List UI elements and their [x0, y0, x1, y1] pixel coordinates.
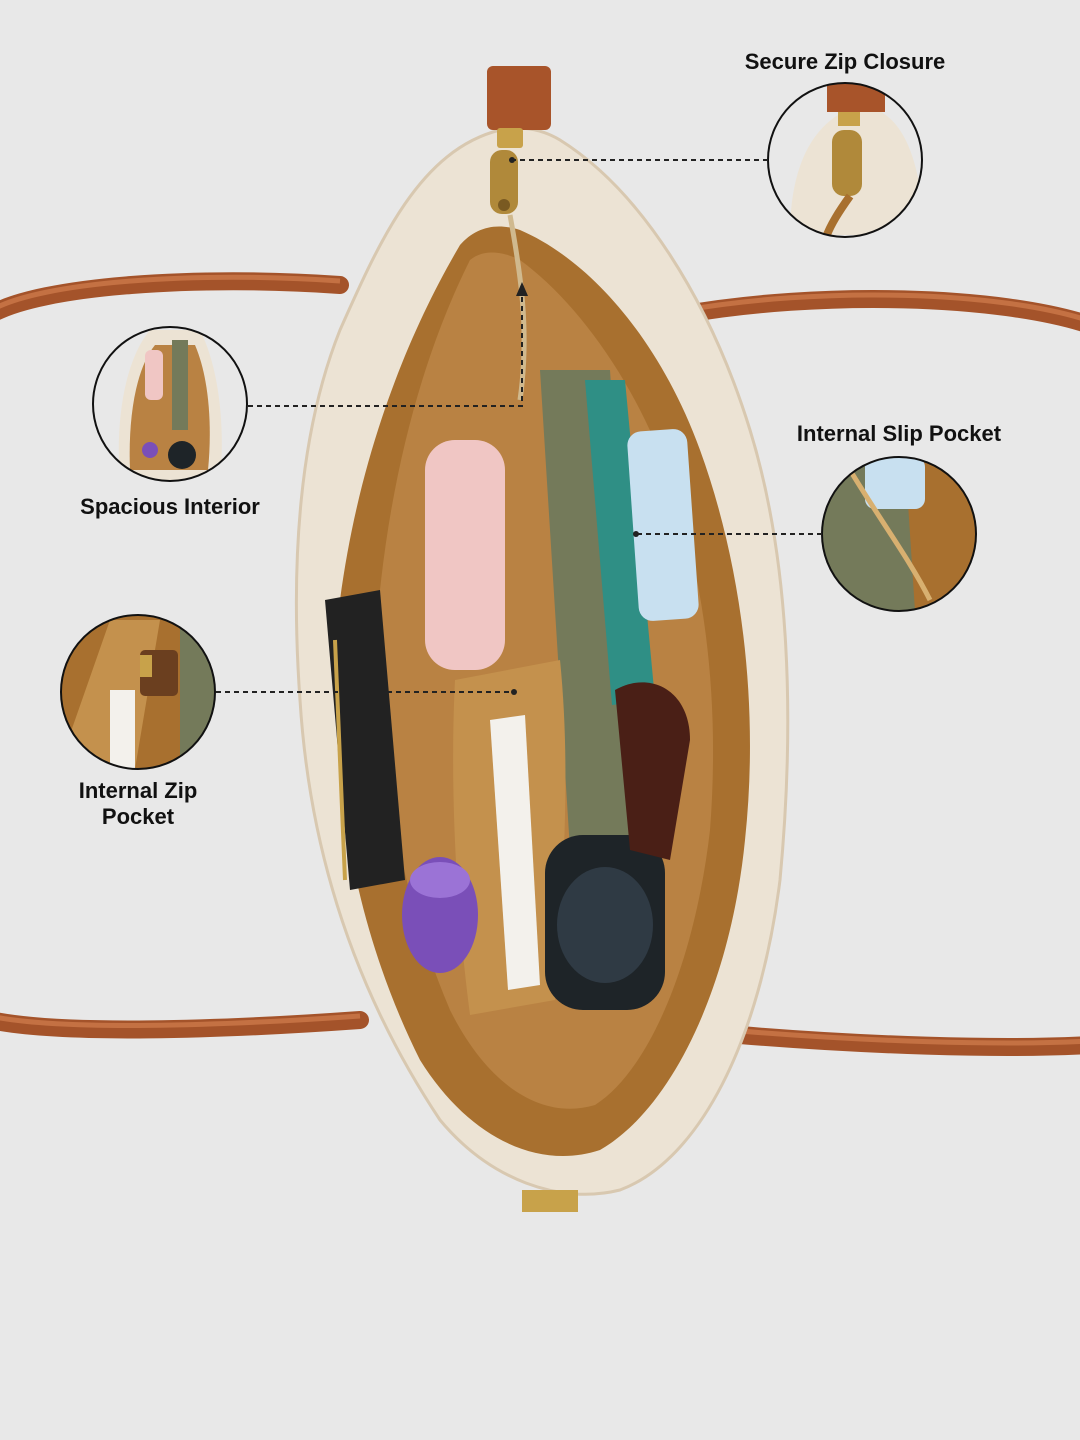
- point-slip-pocket: [633, 531, 639, 537]
- handle-bottom: [0, 1011, 1080, 1056]
- callout-slip-pocket: Internal Slip Pocket: [796, 421, 1002, 446]
- zip-pocket-detail: [60, 614, 216, 770]
- callout-zip-pocket-line2: Pocket: [101, 804, 175, 829]
- callout-zip-closure: Secure Zip Closure: [744, 49, 946, 74]
- callout-spacious-interior: Spacious Interior: [80, 494, 260, 519]
- slip-pocket-detail: [821, 456, 977, 612]
- callout-zip-pocket-line1: Internal Zip: [78, 778, 198, 803]
- zipper-tab: [487, 66, 551, 214]
- callout-zip-pocket: Internal Zip Pocket: [38, 778, 238, 830]
- zip-closure-detail: [767, 82, 923, 238]
- arrowhead-interior: [516, 282, 528, 296]
- point-zip-closure: [509, 157, 515, 163]
- handle-top: [0, 272, 1080, 332]
- spacious-interior-detail: [92, 326, 248, 482]
- point-zip-pocket: [511, 689, 517, 695]
- pointer-spacious-interior: [248, 290, 523, 407]
- bag-contents: [325, 370, 699, 1015]
- bottom-clasp: [522, 1190, 578, 1212]
